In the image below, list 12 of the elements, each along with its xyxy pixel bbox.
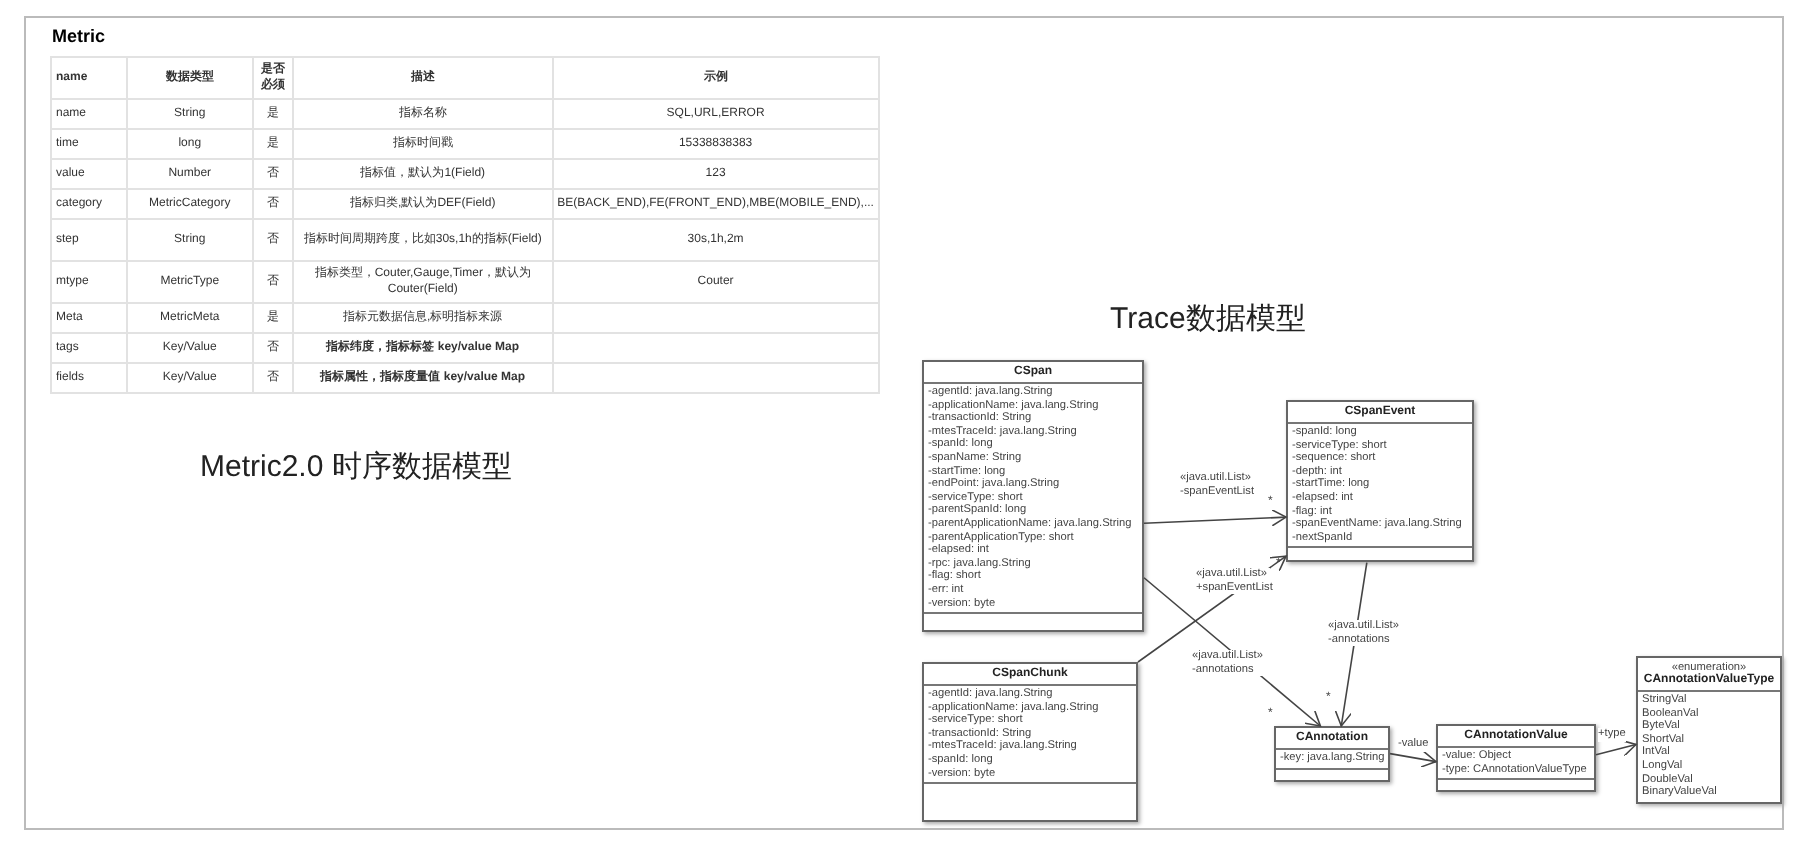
class-box	[922, 360, 1144, 633]
association-arrow	[1143, 508, 1287, 527]
class-box	[1436, 724, 1596, 793]
class-box	[922, 662, 1138, 823]
class-box	[1274, 726, 1390, 782]
class-box	[1286, 400, 1474, 563]
section-heading: Trace数据模型	[1110, 300, 1306, 338]
section-heading: Metric2.0 时序数据模型	[200, 448, 512, 486]
class-box	[1636, 656, 1782, 804]
association-arrow	[1389, 750, 1437, 768]
association-arrow	[1595, 739, 1637, 757]
page-title: Metric	[52, 26, 106, 46]
